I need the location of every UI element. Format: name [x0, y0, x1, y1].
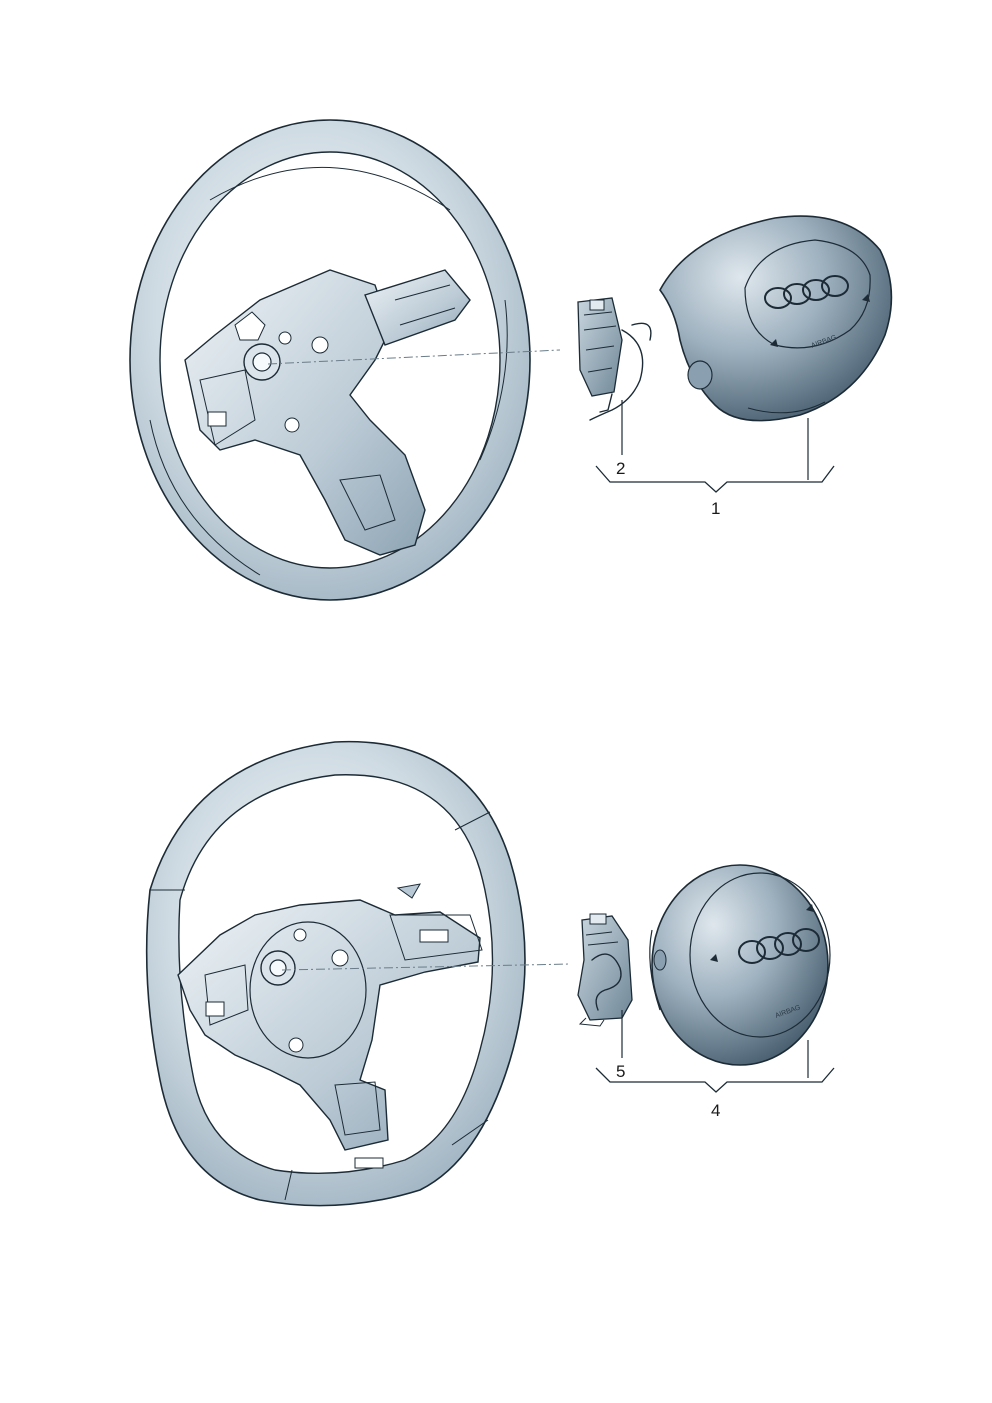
- lower-assembly: AIRBAG 5 4: [145, 740, 835, 1207]
- callout-bracket-lower: 5 4: [595, 1010, 835, 1120]
- upper-assembly: AIRBAG 2 1: [129, 119, 893, 601]
- airbag-unit-upper: AIRBAG: [659, 215, 893, 422]
- horn-icon-upper-left: [770, 339, 778, 347]
- steering-wheel-upper: [129, 119, 531, 601]
- four-rings-logo-lower: [738, 928, 820, 964]
- horn-icon-upper-right: [862, 294, 870, 302]
- callout-number: 1: [711, 499, 720, 518]
- horn-icon-lower-right: [806, 904, 814, 912]
- steering-wheel-lower: [145, 740, 526, 1207]
- airbag-unit-lower: AIRBAG: [649, 864, 831, 1066]
- callout-bracket-upper: 2 1: [595, 400, 835, 518]
- clock-spring-upper: [577, 297, 652, 421]
- callout-number: 2: [616, 459, 625, 478]
- horn-icon-lower-left: [710, 954, 718, 962]
- callout-number: 4: [711, 1101, 720, 1120]
- clock-spring-lower: [577, 913, 633, 1027]
- assembly-axis-line-lower: [281, 963, 571, 971]
- assembly-axis-line-upper: [267, 349, 561, 365]
- four-rings-logo-upper: [764, 275, 849, 309]
- callout-number: 5: [616, 1062, 625, 1081]
